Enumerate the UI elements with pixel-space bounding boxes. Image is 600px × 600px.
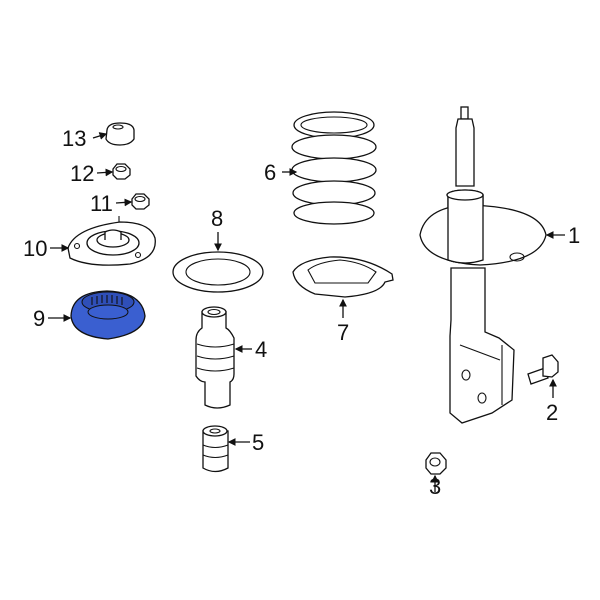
callout-6[interactable]: 6 (264, 160, 277, 185)
callout-2[interactable]: 2 (546, 400, 559, 425)
callout-arrows (48, 132, 565, 492)
part-5-bump-stop[interactable] (202, 425, 229, 473)
part-1-strut-assembly[interactable] (419, 106, 547, 424)
callout-12[interactable]: 12 (70, 161, 95, 186)
part-2-bolt[interactable] (527, 354, 559, 385)
part-6-coil-spring[interactable] (291, 111, 377, 225)
callout-1[interactable]: 1 (568, 223, 581, 248)
callout-4[interactable]: 4 (255, 337, 268, 362)
callout-9[interactable]: 9 (33, 306, 46, 331)
callout-8[interactable]: 8 (211, 206, 224, 231)
part-3-nut[interactable] (425, 452, 447, 475)
part-4-dust-boot[interactable] (195, 306, 235, 409)
part-13-bump-cap[interactable] (105, 122, 135, 146)
callout-7[interactable]: 7 (337, 320, 350, 345)
callout-13[interactable]: 13 (62, 126, 87, 151)
part-10-strut-mount[interactable] (67, 216, 156, 266)
callout-3[interactable]: 3 (429, 474, 442, 499)
callout-10[interactable]: 10 (23, 236, 48, 261)
part-9-mount-bearing[interactable] (70, 290, 146, 340)
part-8-insulator[interactable] (172, 251, 264, 293)
callout-11[interactable]: 11 (90, 191, 113, 216)
part-12-nut[interactable] (112, 163, 131, 180)
callout-5[interactable]: 5 (252, 430, 265, 455)
part-7-spring-seat[interactable] (292, 256, 394, 298)
part-11-nut[interactable] (131, 193, 150, 210)
